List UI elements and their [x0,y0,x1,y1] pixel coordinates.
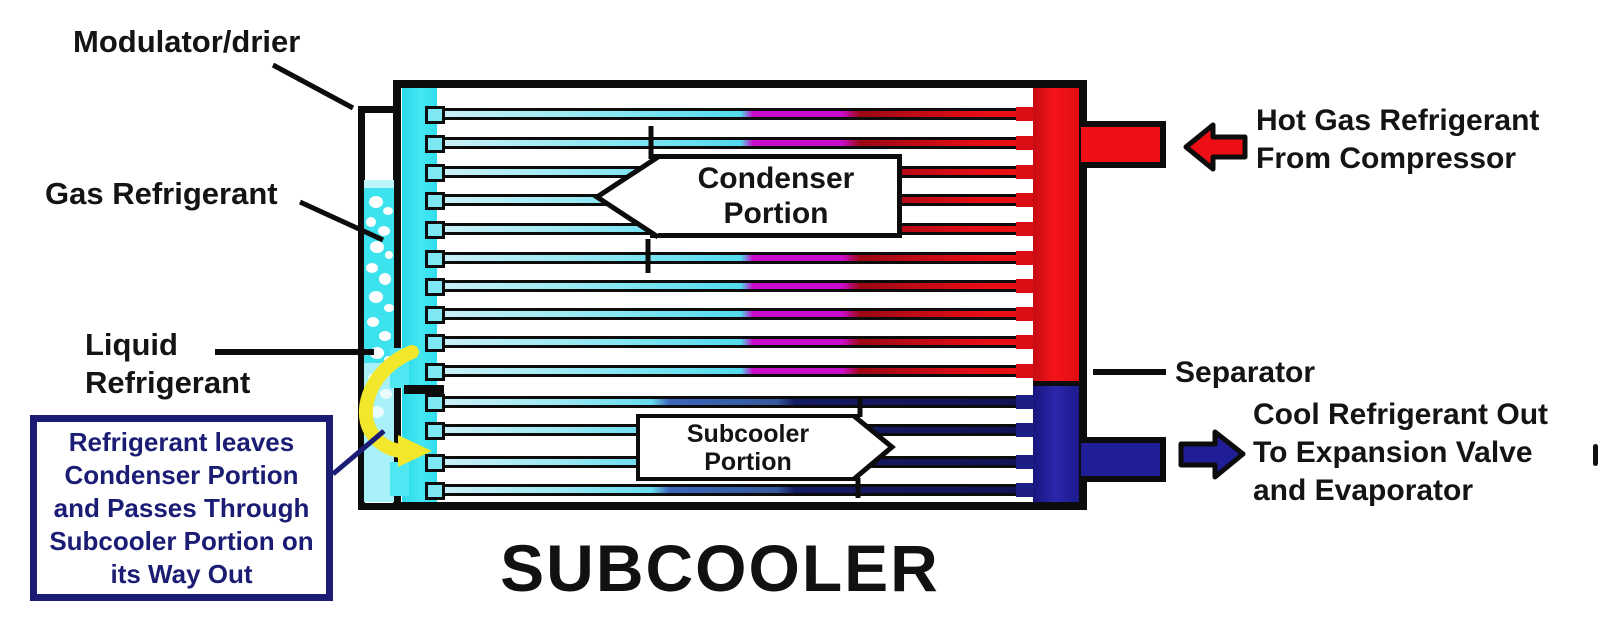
note-line-3: and Passes Through [53,492,310,523]
note-line-5: its Way Out [110,558,253,589]
note-box: Refrigerant leaves Condenser Portion and… [30,415,333,601]
liquid-refrigerant-label: Liquid Refrigerant [85,326,250,402]
gas-refrigerant-label: Gas Refrigerant [45,176,278,211]
cool-liquid-outlet-pipe [1081,437,1166,482]
left-header-separator [404,385,444,394]
page-title: SUBCOOLER [500,531,940,605]
hot-gas-line2: From Compressor [1256,142,1517,175]
drier-header-opening-top [390,348,409,388]
cool-out-line1: Cool Refrigerant Out [1253,398,1549,431]
liquid-header-tank [402,88,437,502]
subcooler-portion-label: Subcooler Portion [636,414,860,481]
liquid-label-line2: Refrigerant [85,365,251,400]
liquid-label-line1: Liquid [85,327,178,362]
hot-gas-label: Hot Gas Refrigerant From Compressor [1256,102,1539,178]
note-line-2: Condenser Portion [64,459,299,490]
hot-gas-inlet-pipe [1081,121,1166,168]
hot-gas-line1: Hot Gas Refrigerant [1256,104,1540,137]
subcooler-portion-line2: Portion [704,447,792,476]
cool-out-label: Cool Refrigerant Out To Expansion Valve … [1253,396,1548,510]
separator-divider [1033,381,1079,386]
separator-label: Separator [1175,356,1316,389]
modulator-drier-label: Modulator/drier [73,24,301,59]
note-line-1: Refrigerant leaves [68,426,295,457]
drier-liquid-and-bubbles [364,180,394,502]
hot-gas-inlet-arrow-icon [1183,122,1248,172]
subcooler-portion-line1: Subcooler [686,419,810,448]
cool-out-line3: and Evaporator [1253,474,1474,507]
note-line-4: Subcooler Portion on [49,525,314,556]
cool-out-arrow-icon [1178,429,1246,480]
hot-gas-header [1033,88,1079,383]
cool-out-line2: To Expansion Valve [1253,436,1533,469]
condenser-portion-line1: Condenser [697,162,855,195]
condenser-portion-line2: Portion [723,197,829,230]
condenser-portion-label: Condenser Portion [650,154,902,238]
drier-header-opening-bottom [390,462,409,496]
edge-artifact [1593,444,1598,466]
modulator-leader-line [271,62,355,111]
subcooled-liquid-header [1033,385,1079,502]
